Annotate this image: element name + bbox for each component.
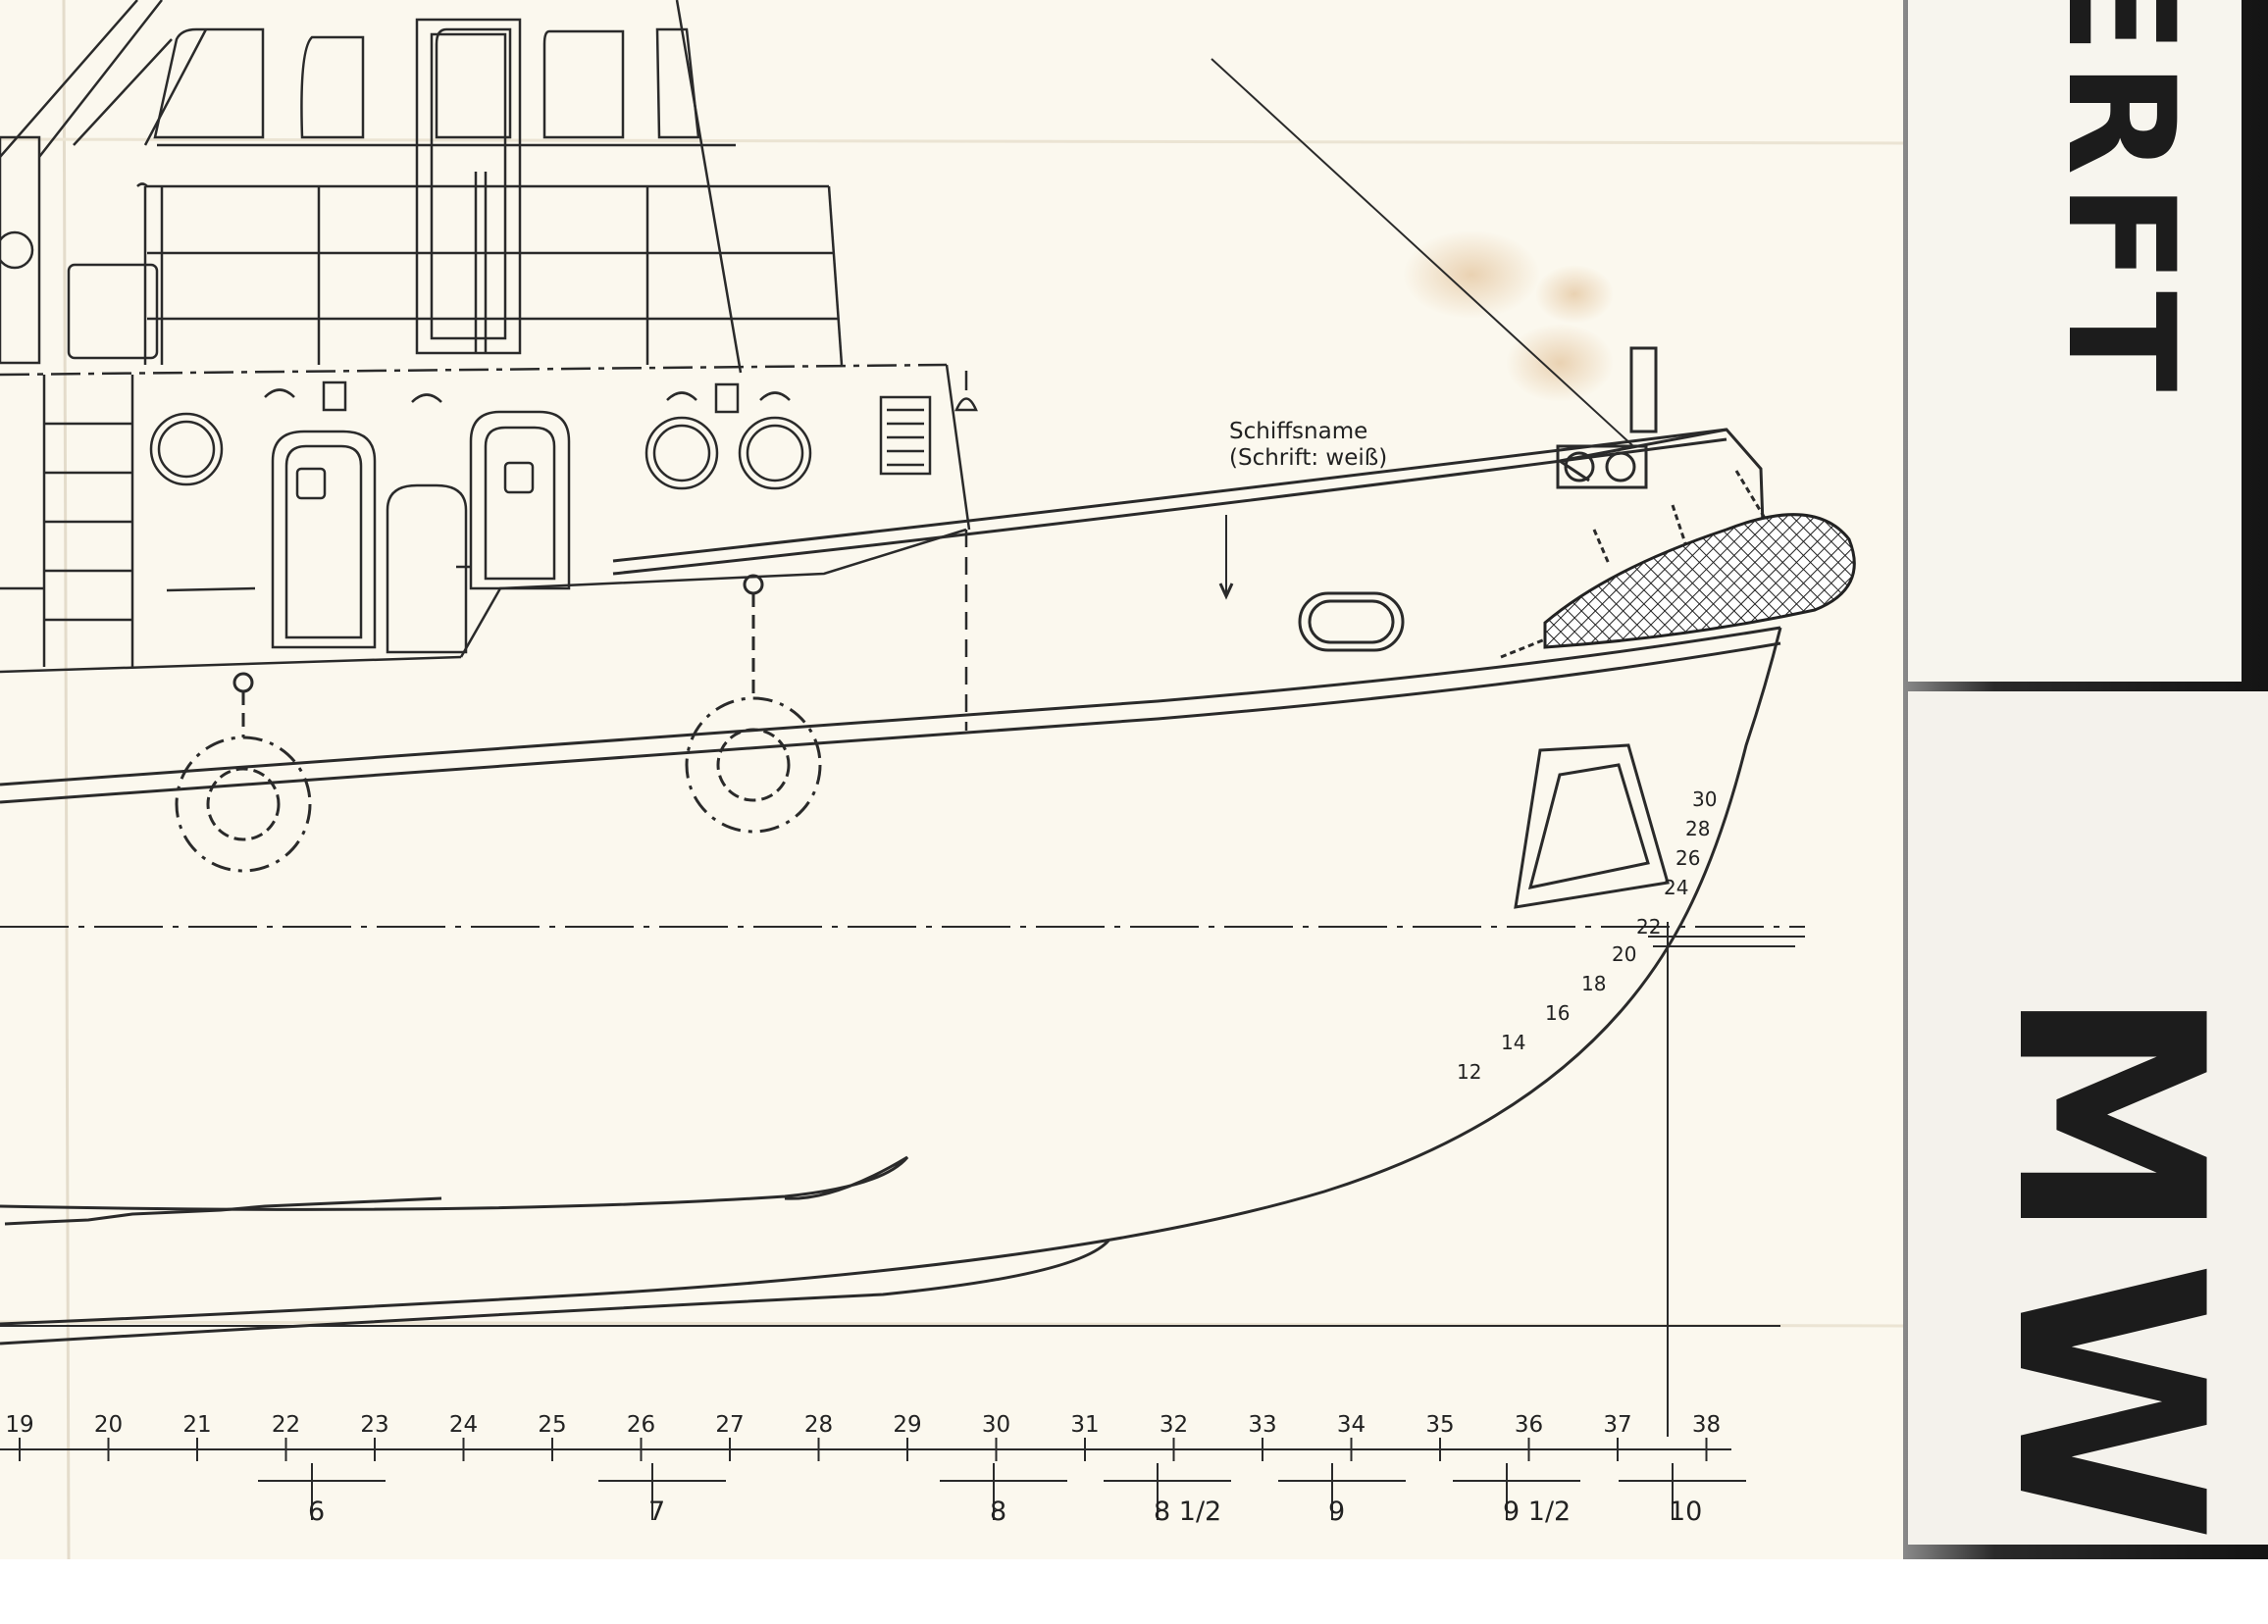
wl-mark-14: 14 — [1501, 1031, 1525, 1054]
annotation-ship-name: Schiffsname — [1229, 419, 1367, 444]
waterline-marks: 12 14 16 18 20 22 24 26 28 30 — [1457, 787, 1717, 1084]
paper-stain — [1403, 230, 1540, 319]
frame-number: 34 — [1337, 1412, 1366, 1438]
fold-line — [0, 137, 1904, 145]
porthole — [644, 416, 719, 490]
wheelhouse-window — [153, 27, 265, 139]
plating-line — [0, 1155, 909, 1211]
oval-porthole — [1298, 591, 1405, 652]
deckhouse — [0, 363, 978, 731]
station-number: 6 — [308, 1497, 325, 1527]
frame-number: 37 — [1603, 1412, 1631, 1438]
frame-number: 23 — [360, 1412, 388, 1438]
frame-number: 21 — [182, 1412, 211, 1438]
wl-mark-18: 18 — [1581, 972, 1606, 995]
annotation-ship-name-note: (Schrift: weiß) — [1229, 445, 1387, 471]
bow-fender — [1543, 513, 1856, 649]
upper-railing — [0, 135, 844, 366]
waterlines — [0, 922, 1805, 1437]
frame-number: 28 — [804, 1412, 833, 1438]
station-number: 9 1/2 — [1503, 1497, 1571, 1527]
frame-number: 36 — [1515, 1412, 1543, 1438]
frame-number: 38 — [1692, 1412, 1721, 1438]
hull — [0, 58, 1782, 1345]
frame-number: 24 — [449, 1412, 478, 1438]
wl-mark-26: 26 — [1675, 846, 1700, 870]
porthole — [738, 416, 812, 490]
deckhouse-door — [469, 410, 571, 590]
wl-mark-30: 30 — [1692, 787, 1717, 811]
fairlead — [1556, 444, 1648, 489]
wl-mark-16: 16 — [1545, 1001, 1570, 1025]
hull-stem — [0, 627, 1782, 1326]
paper-stain — [1535, 265, 1614, 324]
wheelhouse-window — [542, 29, 625, 139]
frame-number: 32 — [1160, 1412, 1188, 1438]
bollard — [1629, 346, 1658, 433]
wl-mark-12: 12 — [1457, 1060, 1481, 1084]
wheelhouse-window — [655, 27, 700, 139]
bulwark-line — [612, 428, 1727, 563]
frame-number: 25 — [538, 1412, 566, 1438]
lifebuoy — [685, 696, 822, 834]
frame-number: 27 — [715, 1412, 744, 1438]
frame-number: 35 — [1425, 1412, 1454, 1438]
wheelhouse-window — [435, 27, 512, 139]
banner-title-bottom: MW — [1960, 988, 2256, 1562]
hull-sheer — [0, 626, 1781, 787]
frame-number: 29 — [893, 1412, 921, 1438]
wl-mark-22: 22 — [1636, 915, 1661, 939]
wl-mark-20: 20 — [1612, 942, 1636, 966]
porthole — [149, 412, 224, 486]
station-number: 10 — [1669, 1497, 1702, 1527]
wl-mark-28: 28 — [1685, 817, 1710, 840]
frame-number: 22 — [272, 1412, 300, 1438]
hawse-pipe — [1514, 743, 1670, 909]
station-number: 8 1/2 — [1154, 1497, 1221, 1527]
banner-title-top: ERFT — [2035, 0, 2205, 399]
deck-lamp — [714, 382, 740, 414]
title-banner: ERFT MW — [1903, 0, 2268, 1562]
frame-number: 26 — [627, 1412, 655, 1438]
frame-number: 20 — [94, 1412, 123, 1438]
frame-number: 31 — [1070, 1412, 1099, 1438]
station-number: 9 — [1328, 1497, 1345, 1527]
wl-mark-24: 24 — [1664, 876, 1688, 899]
station-marks: 6 7 8 8 1/2 9 9 1/2 10 — [258, 1463, 1746, 1527]
station-number: 7 — [648, 1497, 665, 1527]
wheelhouse-window — [300, 35, 365, 139]
ship-bell — [954, 397, 978, 412]
frame-number: 30 — [982, 1412, 1010, 1438]
paper-stain — [1506, 324, 1614, 402]
deck-lamp — [322, 381, 347, 412]
frame-ticks: 19 20 21 22 23 24 25 26 27 28 29 30 31 32 33 34 35 36 37 38 — [5, 1412, 1721, 1461]
frame-number: 33 — [1248, 1412, 1276, 1438]
deckhouse-door — [271, 430, 377, 649]
station-number: 8 — [990, 1497, 1006, 1527]
lifebuoy — [175, 736, 312, 873]
vent-louvre — [879, 395, 932, 476]
hull-keel — [0, 1239, 1110, 1345]
deckhouse-door — [386, 483, 468, 654]
frame-number: 19 — [5, 1412, 33, 1438]
